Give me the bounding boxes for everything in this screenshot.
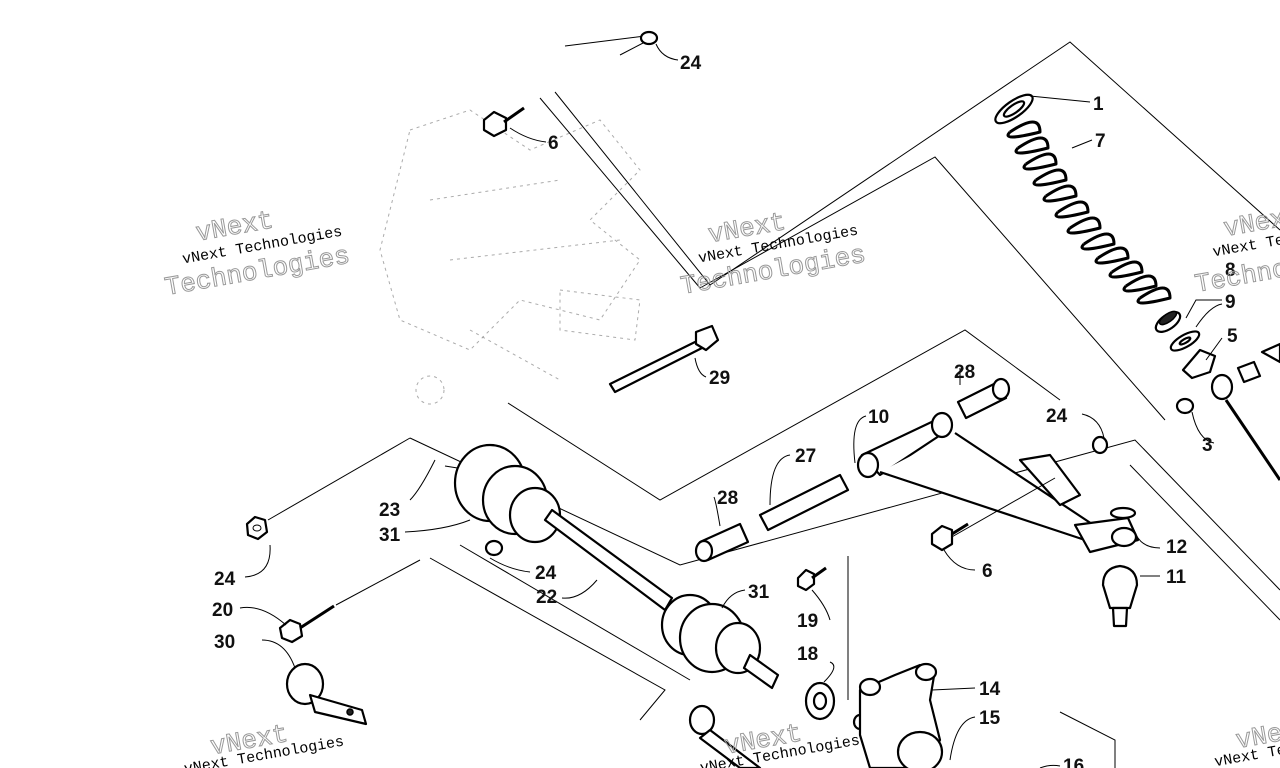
part-24-nut-right bbox=[1091, 435, 1109, 455]
part-11-ball-joint bbox=[1101, 564, 1139, 628]
callout-12: 12 bbox=[1166, 537, 1187, 558]
part-5-clip bbox=[1181, 348, 1217, 380]
callout-labels: 1 3 5 6 6 7 8 9 10 11 12 14 15 16 18 19 … bbox=[212, 53, 1238, 768]
part-29-long-bolt bbox=[608, 324, 720, 394]
watermark-1: vNext vNext Technologies Technologies bbox=[162, 205, 353, 303]
part-22-drive-axle bbox=[444, 443, 780, 690]
callout-11: 11 bbox=[1166, 567, 1187, 588]
callout-22: 22 bbox=[536, 587, 557, 608]
callout-29: 29 bbox=[709, 368, 730, 389]
part-27-sleeve bbox=[758, 473, 850, 532]
callout-14: 14 bbox=[979, 679, 1001, 700]
callout-30: 30 bbox=[214, 632, 235, 653]
lower-a-arm bbox=[688, 704, 762, 768]
callout-5: 5 bbox=[1227, 326, 1238, 347]
callout-24-left: 24 bbox=[214, 569, 236, 590]
part-10-a-arm bbox=[856, 411, 1140, 554]
part-6-bolt-mid bbox=[930, 477, 1056, 552]
callout-31-left: 31 bbox=[379, 525, 401, 546]
frame-ghost-drawing bbox=[379, 109, 641, 405]
callout-19: 19 bbox=[797, 611, 818, 632]
callout-7: 7 bbox=[1095, 131, 1106, 152]
watermark-4: vNext vNext Technologies bbox=[183, 719, 346, 768]
callout-24-mid: 24 bbox=[535, 563, 557, 584]
leader-lines bbox=[239, 43, 1223, 768]
callout-28-upper: 28 bbox=[954, 362, 975, 383]
watermark-3: vNext vNext Technologies Technologies bbox=[1192, 200, 1280, 300]
part-12-circlip bbox=[1109, 506, 1137, 520]
callout-6-mid: 6 bbox=[982, 561, 993, 582]
part-19-bolt bbox=[796, 566, 827, 592]
callout-8: 8 bbox=[1225, 260, 1236, 281]
part-24-nut-mid bbox=[484, 539, 504, 557]
callout-10: 10 bbox=[868, 407, 889, 428]
callout-1: 1 bbox=[1093, 94, 1104, 115]
part-8-adjuster-nut bbox=[1154, 310, 1182, 333]
watermark-6: vNext vNext Technologies bbox=[1213, 712, 1280, 768]
callout-28-lower: 28 bbox=[717, 488, 738, 509]
part-18-seal bbox=[804, 681, 868, 731]
callout-23: 23 bbox=[379, 500, 400, 521]
part-9-washer bbox=[1169, 330, 1201, 352]
part-24-nut-left bbox=[245, 515, 269, 541]
shock-absorber bbox=[1210, 342, 1280, 481]
part-28-bushing-lower bbox=[694, 522, 750, 563]
part-20-bolt bbox=[278, 604, 335, 644]
part-14-steering-knuckle bbox=[858, 662, 944, 768]
callout-31-right: 31 bbox=[748, 582, 770, 603]
part-7-coil-spring bbox=[1006, 120, 1172, 305]
callout-9: 9 bbox=[1225, 292, 1236, 313]
callout-16: 16 bbox=[1063, 756, 1084, 768]
callout-27: 27 bbox=[795, 446, 816, 467]
callout-3: 3 bbox=[1202, 435, 1213, 456]
callout-24-top: 24 bbox=[680, 53, 702, 74]
assembly-outlines bbox=[267, 41, 1280, 768]
part-1-spring-seat bbox=[994, 93, 1034, 125]
part-28-bushing-upper bbox=[956, 377, 1011, 420]
part-6-bolt-top bbox=[482, 106, 525, 138]
part-30-pin bbox=[285, 662, 368, 726]
part-3-washer bbox=[1175, 397, 1195, 415]
callout-20: 20 bbox=[212, 600, 233, 621]
callout-6-top: 6 bbox=[548, 133, 559, 154]
callout-24-right: 24 bbox=[1046, 406, 1068, 427]
part-24-nut-top bbox=[564, 30, 659, 56]
callout-18: 18 bbox=[797, 644, 818, 665]
callout-15: 15 bbox=[979, 708, 1001, 729]
